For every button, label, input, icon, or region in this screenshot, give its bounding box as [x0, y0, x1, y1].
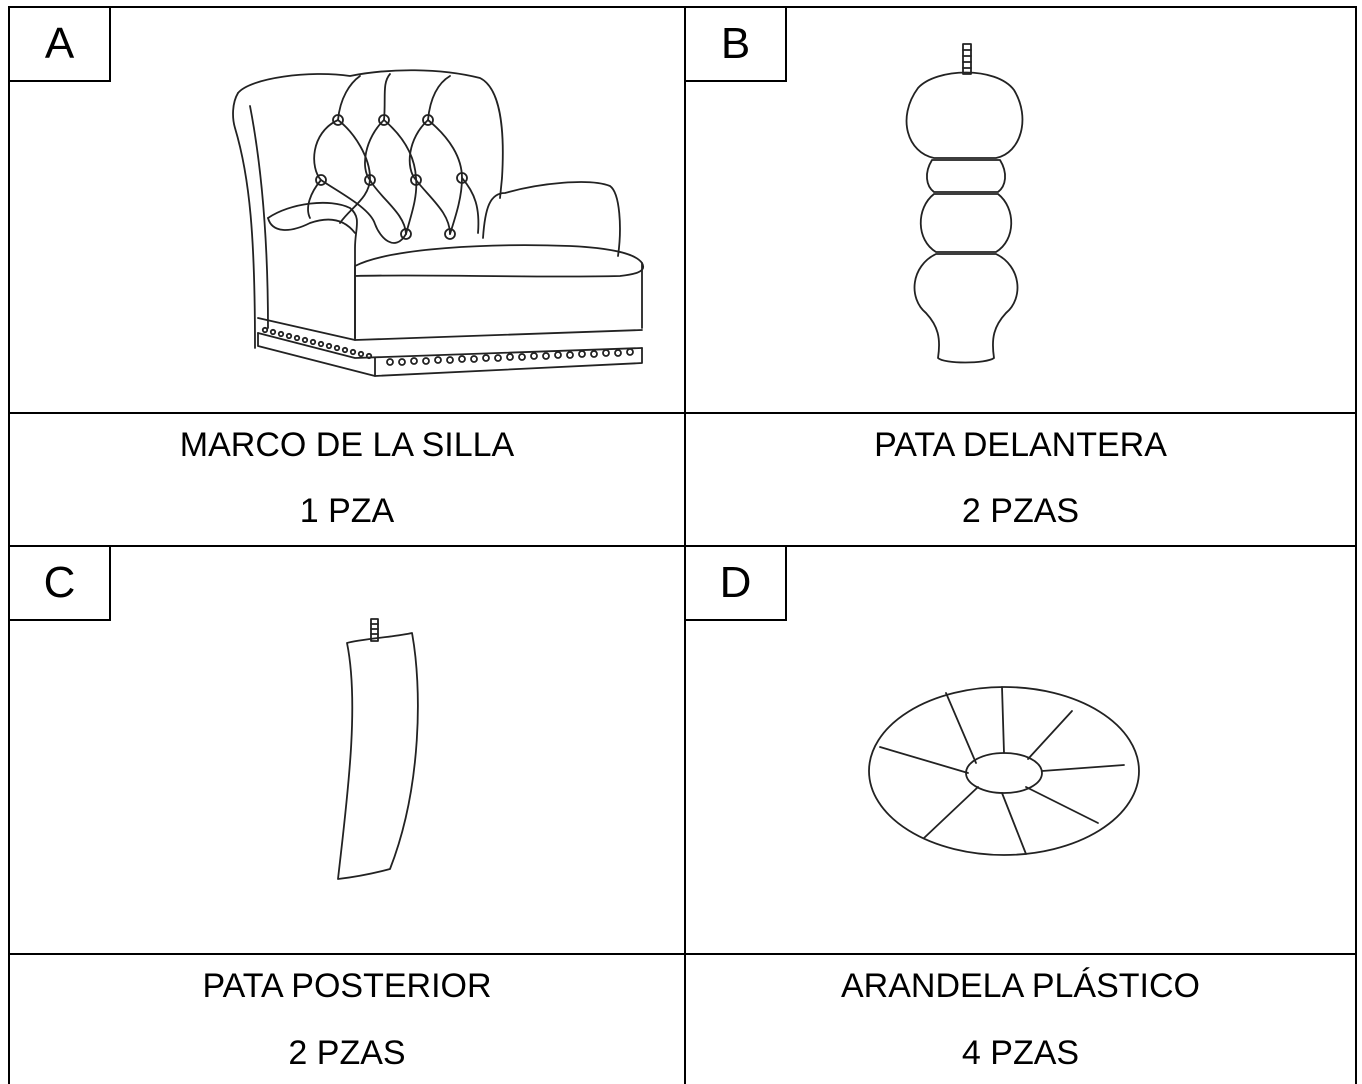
part-a-illustration [10, 8, 684, 412]
part-b-quantity: 2 PZAS [961, 492, 1080, 530]
row-divider [8, 412, 1357, 414]
part-letter-c: C [10, 547, 111, 621]
part-b-illustration [686, 8, 1355, 412]
plastic-washer-icon [868, 686, 1140, 856]
part-c-illustration [10, 547, 684, 953]
part-d-quantity: 4 PZAS [961, 1034, 1080, 1072]
part-letter-b: B [686, 8, 787, 82]
front-leg-icon [905, 43, 1024, 364]
part-letter-d: D [686, 547, 787, 621]
rear-leg-icon [337, 618, 419, 880]
part-a-quantity: 1 PZA [299, 492, 395, 530]
armchair-frame-icon [232, 69, 644, 377]
part-d-illustration [686, 547, 1355, 953]
part-d-name: ARANDELA PLÁSTICO [840, 967, 1200, 1005]
row-divider [8, 953, 1357, 955]
parts-table: A [8, 6, 1357, 1084]
part-a-name: MARCO DE LA SILLA [179, 426, 515, 464]
part-c-quantity: 2 PZAS [288, 1034, 406, 1072]
part-letter-a: A [10, 8, 111, 82]
part-c-name: PATA POSTERIOR [202, 967, 492, 1005]
table-border-top [8, 6, 1357, 8]
part-b-name: PATA DELANTERA [874, 426, 1167, 464]
row-divider [8, 545, 1357, 547]
